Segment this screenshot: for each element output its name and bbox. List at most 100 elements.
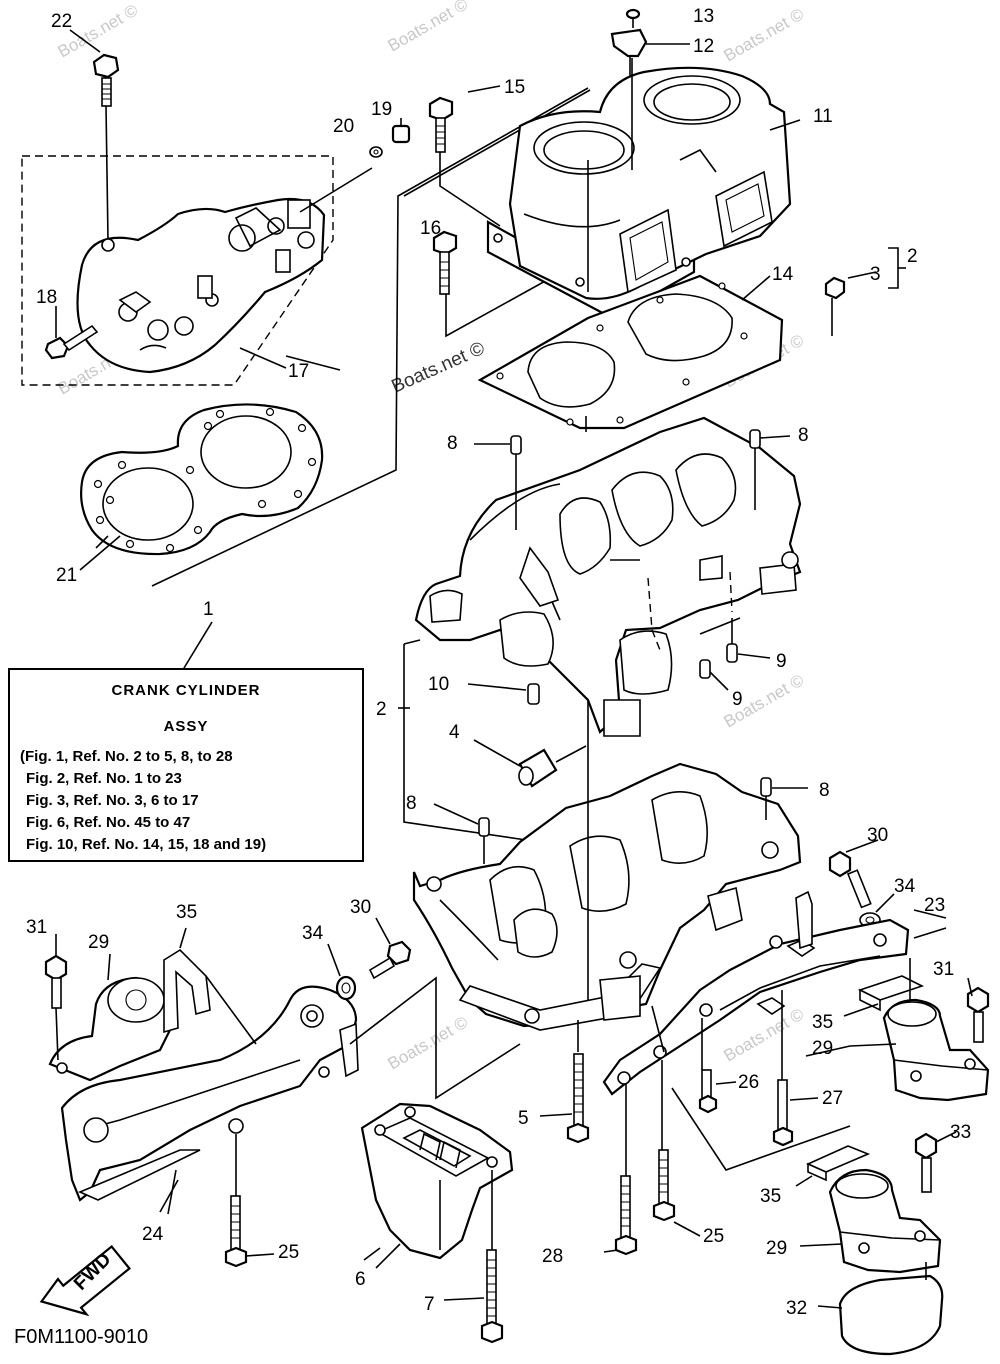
bolt-31 bbox=[966, 977, 990, 1043]
bolt-30 bbox=[368, 917, 412, 980]
bolt-25 bbox=[224, 1195, 275, 1268]
mount-bracket-6 bbox=[360, 1102, 514, 1269]
note-ref-line: (Fig. 1, Ref. No. 2 to 5, 8, to 28 bbox=[20, 748, 233, 765]
bolt-5 bbox=[539, 1020, 590, 1144]
assembly-note-box: CRANK CYLINDER ASSY (Fig. 1, Ref. No. 2 … bbox=[8, 668, 364, 862]
dowel-pin-9 bbox=[726, 618, 771, 663]
note-title-line2: ASSY bbox=[163, 718, 209, 735]
bolt-18 bbox=[44, 306, 99, 360]
cylinder-head-17 bbox=[21, 155, 373, 386]
bolt-3 bbox=[824, 271, 877, 336]
callout-label: 24 bbox=[142, 1224, 164, 1245]
bolt-22 bbox=[92, 53, 120, 241]
cylinder-block-11 bbox=[486, 58, 792, 320]
bolt-25 bbox=[652, 1060, 701, 1237]
bolt-7 bbox=[443, 1249, 504, 1344]
dowel-pin-8 bbox=[474, 435, 522, 530]
bolt-16 bbox=[432, 230, 577, 338]
engine-mount-29 bbox=[48, 953, 172, 1082]
assembly-line bbox=[671, 1087, 851, 1171]
callout-label: 11 bbox=[813, 106, 833, 127]
callout-label: 31 bbox=[26, 917, 47, 938]
engine-mount-plate-23 bbox=[602, 890, 947, 1096]
callout-label: 35 bbox=[176, 902, 197, 923]
note-ref-line: Fig. 6, Ref. No. 45 to 47 bbox=[26, 814, 191, 831]
shim-35 bbox=[163, 927, 257, 1045]
head-gasket-21 bbox=[80, 403, 324, 556]
screw-13 bbox=[625, 8, 641, 28]
callout-label: 29 bbox=[88, 932, 109, 953]
callout-label: 23 bbox=[924, 895, 945, 916]
callout-label: 31 bbox=[933, 959, 954, 980]
callout-label: 9 bbox=[776, 651, 787, 672]
callout-label: 34 bbox=[894, 876, 916, 897]
note-ref-line: Fig. 10, Ref. No. 14, 15, 18 and 19) bbox=[26, 836, 267, 853]
callout-label: 10 bbox=[428, 674, 449, 695]
callout-label: 1 bbox=[203, 599, 214, 620]
callout-label: 13 bbox=[693, 6, 714, 27]
dowel-pin-10 bbox=[467, 683, 540, 705]
watermark: Boats.net © bbox=[721, 1004, 808, 1065]
callout-label: 2 bbox=[907, 246, 918, 267]
callout-label: 8 bbox=[406, 793, 417, 814]
callout-labels: 1 2 2 3 4 5 6 7 8 8 8 8 9 9 10 11 12 13 … bbox=[26, 6, 971, 1319]
watermark-dark: Boats.net © bbox=[388, 338, 487, 398]
cover-32 bbox=[817, 1262, 944, 1356]
bolt-33 bbox=[914, 1131, 957, 1193]
callout-label: 12 bbox=[693, 36, 714, 57]
callout-label: 29 bbox=[766, 1238, 787, 1259]
callout-label: 22 bbox=[51, 11, 72, 32]
callout-label: 4 bbox=[449, 722, 460, 743]
upper-crankcase bbox=[414, 416, 802, 737]
callout-label: 8 bbox=[819, 780, 830, 801]
callout-label: 21 bbox=[56, 565, 77, 586]
callout-label: 30 bbox=[350, 897, 371, 918]
callout-label: 30 bbox=[867, 825, 888, 846]
dowel-pin-8 bbox=[749, 429, 791, 510]
dowel-pin-8 bbox=[760, 777, 808, 820]
callout-label: 28 bbox=[542, 1246, 563, 1267]
bracket-12 bbox=[610, 28, 690, 58]
callout-label: 8 bbox=[447, 433, 458, 454]
note-ref-line: Fig. 3, Ref. No. 3, 6 to 17 bbox=[26, 792, 199, 809]
callout-label: 32 bbox=[786, 1298, 807, 1319]
callout-label: 8 bbox=[798, 425, 809, 446]
callout-label: 14 bbox=[772, 264, 794, 285]
callout-label: 15 bbox=[504, 77, 525, 98]
callout-label: 3 bbox=[870, 264, 881, 285]
callout-label: 6 bbox=[355, 1269, 366, 1290]
callout-label: 35 bbox=[760, 1186, 781, 1207]
callout-label: 26 bbox=[738, 1072, 759, 1093]
callout-label: 9 bbox=[732, 689, 743, 710]
callout-label: 7 bbox=[424, 1294, 435, 1315]
bolt-27 bbox=[772, 1079, 819, 1147]
bolt-31 bbox=[44, 934, 68, 1061]
callout-label: 33 bbox=[950, 1122, 971, 1143]
engine-mount-plate-24 bbox=[60, 985, 359, 1215]
callout-label: 17 bbox=[288, 361, 309, 382]
assembly-line bbox=[349, 976, 521, 1100]
collar-4 bbox=[473, 739, 587, 788]
bracket-2-3 bbox=[888, 247, 906, 289]
washer-20 bbox=[369, 146, 383, 158]
base-gasket-14 bbox=[477, 274, 784, 430]
washer-34 bbox=[327, 943, 357, 1001]
lower-crankcase bbox=[412, 700, 802, 1031]
watermark: Boats.net © bbox=[385, 1012, 472, 1073]
callout-label: 29 bbox=[812, 1038, 833, 1059]
callout-label: 2 bbox=[376, 699, 387, 720]
shim-35 bbox=[843, 975, 925, 1017]
callout-label: 5 bbox=[518, 1108, 529, 1129]
leader-line-1 bbox=[183, 621, 213, 669]
callout-label: 34 bbox=[302, 923, 324, 944]
leader-lines bbox=[69, 29, 851, 1261]
bolt-15 bbox=[428, 96, 501, 227]
watermark: Boats.net © bbox=[385, 0, 472, 55]
figure-code: F0M1100-9010 bbox=[14, 1326, 149, 1348]
callout-label: 16 bbox=[420, 218, 441, 239]
callout-label: 19 bbox=[371, 99, 392, 120]
callout-label: 18 bbox=[36, 287, 57, 308]
watermark: Boats.net © bbox=[721, 4, 808, 65]
